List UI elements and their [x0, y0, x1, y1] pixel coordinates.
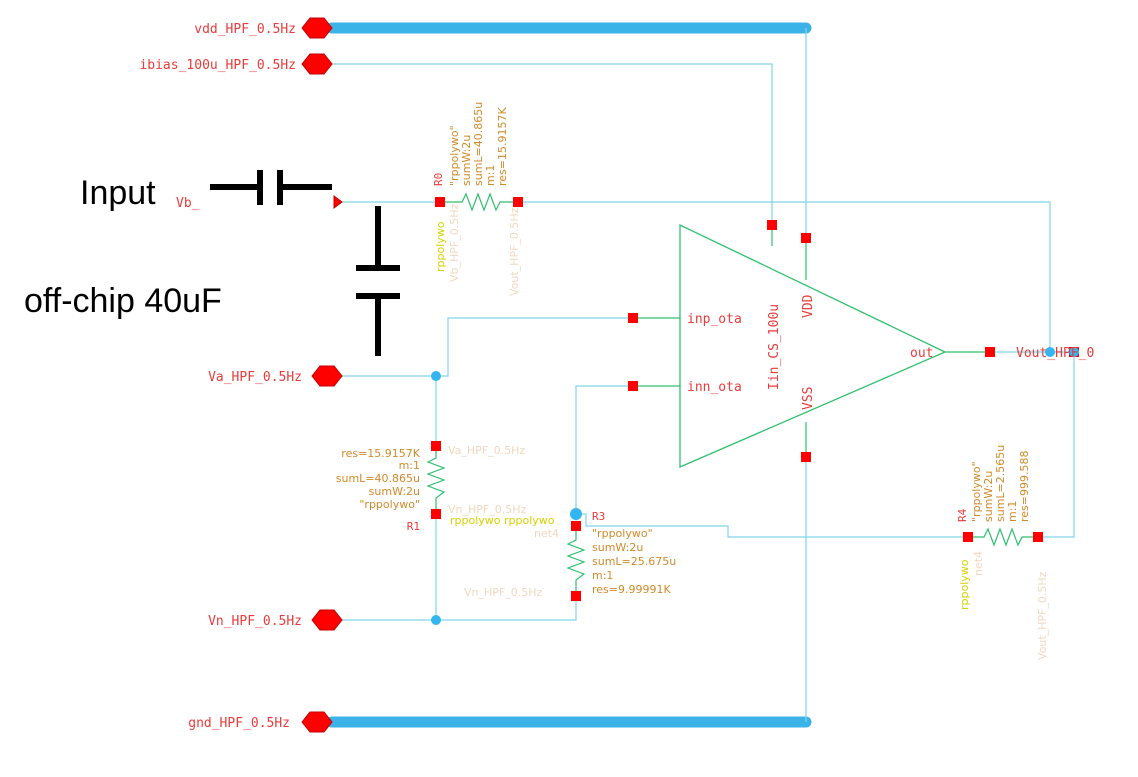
resistor-r0[interactable]: [440, 192, 518, 212]
wires: [332, 28, 1075, 722]
gnd-port-icon[interactable]: [301, 711, 333, 733]
vb-port-label: Vb_: [176, 196, 200, 211]
r1-model: "rppolywo": [359, 498, 420, 511]
vn-port-label: Vn_HPF_0.5Hz: [208, 614, 302, 629]
resistor-r4[interactable]: [968, 527, 1038, 547]
r1-net-a: Va_HPF_0.5Hz: [448, 444, 525, 457]
r4-multiplier: m:1: [1006, 501, 1019, 522]
vout-port-label: Vout_HPF_0: [1016, 346, 1094, 361]
r4-width: sumW:2u: [982, 471, 995, 522]
ota-vdd-label: VDD: [801, 294, 816, 318]
input-annotation: Input: [80, 174, 156, 212]
ota-inn-label: inn_ota: [687, 380, 742, 395]
r0-model: "rppolywo": [448, 125, 461, 186]
resistor-r3[interactable]: [566, 526, 586, 596]
r1-multiplier: m:1: [399, 459, 420, 472]
ibias-port-label: ibias_100u_HPF_0.5Hz: [139, 58, 296, 73]
r4-res: res=999.588: [1018, 451, 1031, 522]
vdd-port-label: vdd_HPF_0.5Hz: [194, 22, 296, 37]
r1-width: sumW:2u: [369, 485, 420, 498]
ota-symbol[interactable]: inp_ota inn_ota out VDD VSS Iin_CS_100u: [633, 223, 990, 468]
offchip-capacitor-icon: [356, 206, 400, 356]
r3-res: res=9.99991K: [592, 583, 671, 596]
r1-res: res=15.9157K: [341, 447, 420, 460]
va-port-label: Va_HPF_0.5Hz: [208, 370, 302, 385]
va-port-icon[interactable]: [311, 365, 343, 387]
r3-pin-models: rppolywo rppolywo: [450, 514, 555, 527]
r0-res: res=15.9157K: [496, 107, 509, 186]
r4-name: R4: [956, 508, 969, 522]
r4-net-a: net4: [972, 551, 985, 576]
r0-pin-model: rppolywo: [434, 221, 447, 272]
r4-net-b: Vout_HPF_0.5Hz: [1036, 571, 1049, 660]
r0-net-a: Vb_HPF_0.5Hz: [448, 203, 461, 282]
r3-length: sumL=25.675u: [592, 555, 676, 568]
r4-length: sumL=2.565u: [994, 445, 1007, 522]
pins: [431, 197, 1079, 601]
r0-name: R0: [432, 173, 445, 186]
r3-model: "rppolywo": [592, 527, 653, 540]
r3-name: R3: [592, 510, 605, 523]
r4-pin-model: rppolywo: [958, 559, 971, 610]
r3-net-a: net4: [534, 527, 559, 540]
offchip-annotation: off-chip 40uF: [24, 282, 222, 320]
r0-width: sumW:2u: [460, 135, 473, 186]
vdd-port-icon[interactable]: [301, 17, 333, 39]
resistor-r1[interactable]: [426, 446, 446, 514]
ota-inp-label: inp_ota: [687, 312, 742, 327]
r1-name: R1: [407, 520, 420, 533]
input-capacitor-icon: [210, 170, 332, 205]
r3-width: sumW:2u: [592, 541, 643, 554]
r1-length: sumL=40.865u: [336, 472, 420, 485]
r0-net-b: Vout_HPF_0.5Hz: [508, 207, 521, 296]
r4-model: "rppolywo": [970, 461, 983, 522]
ota-out-label: out: [910, 346, 933, 361]
vn-port-icon[interactable]: [311, 609, 343, 631]
vb-port-icon[interactable]: [333, 195, 343, 209]
gnd-port-label: gnd_HPF_0.5Hz: [188, 716, 290, 731]
r0-multiplier: m:1: [484, 165, 497, 186]
r3-net-b: Vn_HPF_0.5Hz: [464, 586, 542, 599]
ota-vss-label: VSS: [801, 387, 816, 410]
r0-length: sumL=40.865u: [472, 102, 485, 186]
ota-bias-label: Iin_CS_100u: [767, 304, 782, 390]
ibias-port-icon[interactable]: [301, 53, 333, 75]
junction-dots: [431, 347, 1079, 625]
r1-net-b: Vn_HPF_0.5Hz: [448, 503, 526, 516]
r3-multiplier: m:1: [592, 569, 613, 582]
